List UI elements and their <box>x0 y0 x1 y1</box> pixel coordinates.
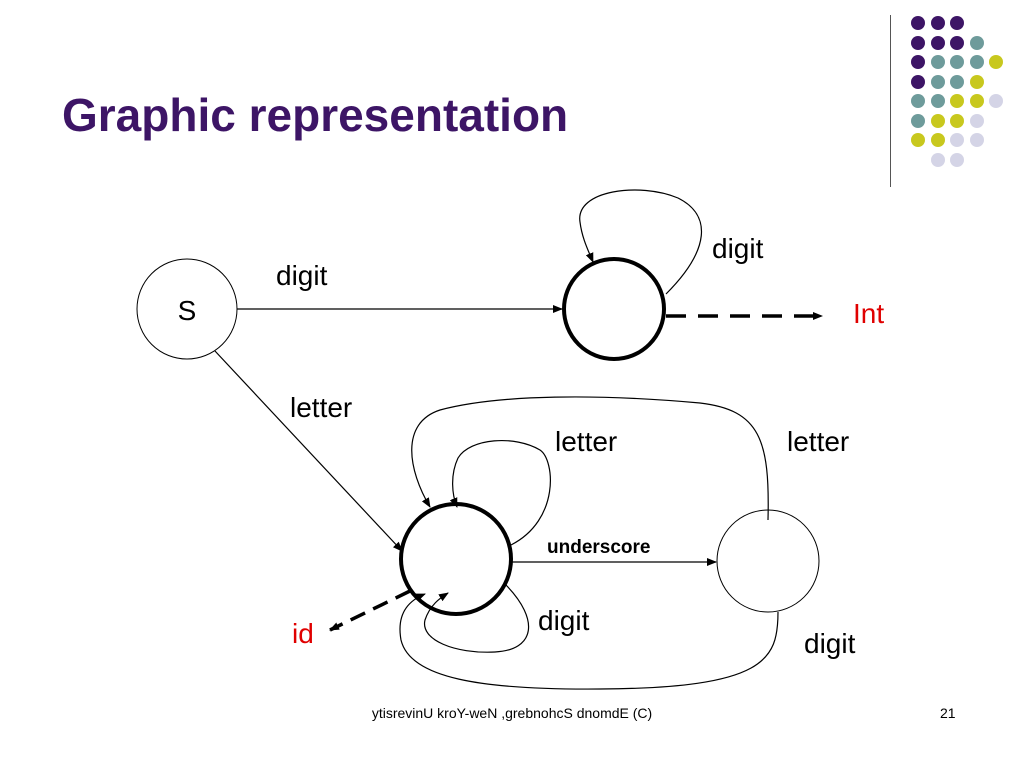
decor-dot <box>911 16 925 30</box>
decor-dot <box>930 74 945 89</box>
decor-dot <box>950 152 964 167</box>
decor-dot <box>950 16 964 30</box>
label-int-result: Int <box>853 298 884 329</box>
decor-dot <box>930 152 945 167</box>
decor-dot <box>969 74 984 89</box>
label-int-loop: digit <box>712 233 764 264</box>
decor-dot <box>911 74 925 89</box>
decor-dot <box>930 94 945 108</box>
vertical-divider <box>890 15 891 187</box>
decor-dot <box>950 74 964 89</box>
decor-dot <box>950 113 964 128</box>
decor-dot <box>950 94 964 108</box>
edge-us-to-id-digit <box>399 593 779 690</box>
decor-dot <box>969 133 984 147</box>
slide-title: Graphic representation <box>62 89 569 141</box>
decor-dot <box>969 55 984 69</box>
edge-id-loop-digit <box>424 584 530 653</box>
footer-credit: ytisrevinU kroY-weN ,grebnohcS dnomdE (C… <box>371 705 653 721</box>
edge-int-loop <box>579 189 702 295</box>
decor-dot <box>950 35 964 50</box>
decor-dot <box>950 133 964 147</box>
decor-dot <box>911 55 925 69</box>
decor-dot <box>969 94 984 108</box>
decor-dot <box>989 55 1003 69</box>
edge-id-result <box>329 589 411 632</box>
label-id-loop-letter: letter <box>555 426 617 457</box>
decor-dot <box>930 55 945 69</box>
label-underscore: underscore <box>547 537 650 558</box>
decor-dot <box>930 113 945 128</box>
decor-dot <box>911 35 925 50</box>
page-number: 21 <box>940 705 956 721</box>
decor-dot <box>911 133 925 147</box>
decor-dot <box>911 113 925 128</box>
label-s-to-int: digit <box>276 260 328 291</box>
int-accept-state <box>562 257 666 361</box>
label-us-to-id-letter: letter <box>787 426 849 457</box>
decor-dot <box>930 35 945 50</box>
decor-dot <box>930 16 945 30</box>
decor-dot <box>969 35 984 50</box>
decor-dot <box>930 133 945 147</box>
underscore-state <box>716 509 820 613</box>
edge-id-loop-letter <box>449 439 551 546</box>
decor-dot <box>911 94 925 108</box>
label-s-to-id: letter <box>290 392 352 423</box>
label-id-loop-digit: digit <box>538 605 590 636</box>
start-state-label: S <box>178 295 197 326</box>
label-us-to-id-digit: digit <box>804 628 856 659</box>
edge-s-to-id <box>214 350 403 552</box>
label-id-result: id <box>292 618 314 649</box>
decor-dot <box>969 113 984 128</box>
decor-dot <box>989 94 1003 108</box>
decor-dot <box>950 55 964 69</box>
edge-us-to-id-letter <box>411 396 769 521</box>
